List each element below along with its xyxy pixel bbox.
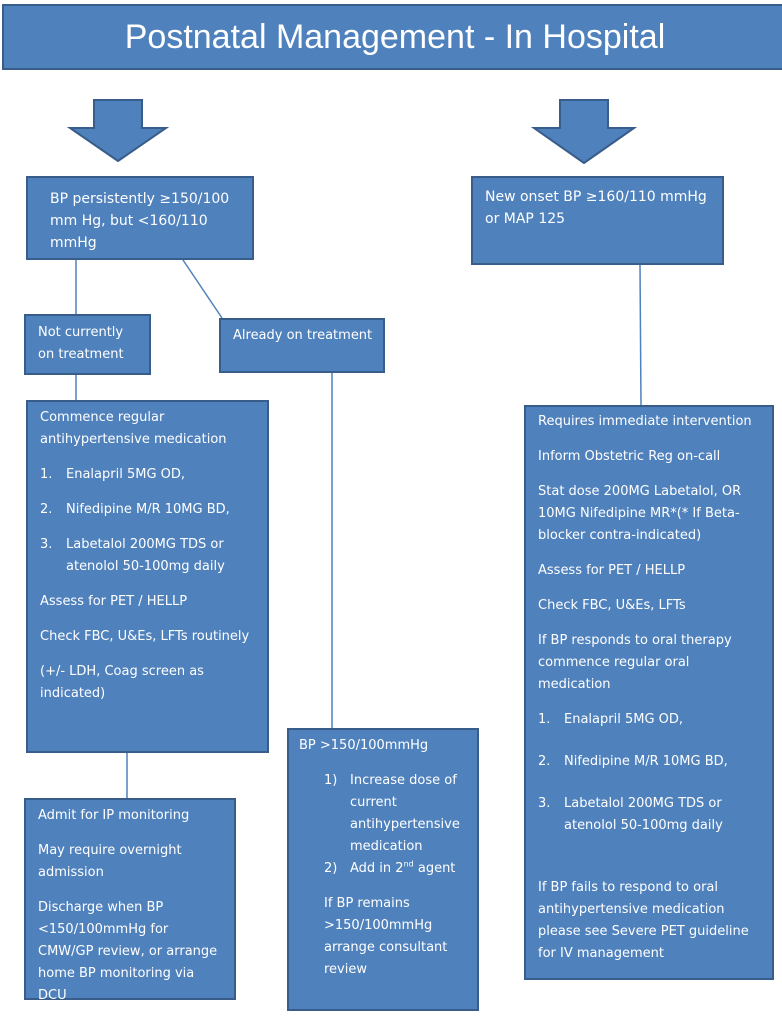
admit-line1: Admit for IP monitoring	[38, 808, 190, 823]
page-title: Postnatal Management - In Hospital	[2, 4, 782, 70]
connector-right-immediate	[639, 264, 642, 406]
list-item: 2.Nifedipine M/R 10MG BD,	[40, 502, 230, 517]
immediate-line5: Check FBC, U&Es, LFTs	[538, 598, 686, 613]
left-top-box: BP persistently ≥150/100 mm Hg, but <160…	[26, 176, 254, 260]
right-top-box: New onset BP ≥160/110 mmHg or MAP 125	[471, 176, 724, 265]
bp150-remains: If BP remains >150/100mmHg arrange consu…	[324, 896, 448, 977]
commence-ldh: (+/- LDH, Coag screen as indicated)	[40, 664, 204, 701]
list-item: 3.Labetalol 200MG TDS or atenolol 50-100…	[40, 537, 225, 574]
admit-line3: Discharge when BP <150/100mmHg for CMW/G…	[38, 900, 218, 1003]
immediate-line6: If BP responds to oral therapy commence …	[538, 633, 732, 692]
commence-list: 1.Enalapril 5MG OD, 2.Nifedipine M/R 10M…	[40, 464, 257, 578]
list-item: 2) Add in 2nd agent	[324, 859, 456, 876]
bp150-heading: BP >150/100mmHg	[299, 738, 429, 753]
bp150-box: BP >150/100mmHg 1)Increase dose of curre…	[287, 728, 479, 1011]
left-top-text: BP persistently ≥150/100 mm Hg, but <160…	[50, 191, 230, 251]
commence-check: Check FBC, U&Es, LFTs routinely	[40, 629, 250, 644]
immediate-line3: Stat dose 200MG Labetalol, OR 10MG Nifed…	[538, 484, 742, 543]
list-item: 1.Enalapril 5MG OD,	[40, 467, 186, 482]
commence-box: Commence regular antihypertensive medica…	[26, 400, 269, 753]
already-on-treatment-text: Already on treatment	[233, 328, 373, 343]
connector-left-already	[182, 259, 223, 319]
down-arrow-right	[530, 99, 638, 165]
immediate-list: 1.Enalapril 5MG OD, 2.Nifedipine M/R 10M…	[538, 709, 762, 837]
list-item: 3.Labetalol 200MG TDS or atenolol 50-100…	[538, 796, 723, 833]
already-on-treatment-box: Already on treatment	[219, 318, 385, 373]
immediate-line1: Requires immediate intervention	[538, 414, 752, 429]
not-on-treatment-box: Not currently on treatment	[24, 314, 151, 375]
not-on-treatment-text: Not currently on treatment	[38, 325, 124, 362]
immediate-line4: Assess for PET / HELLP	[538, 563, 686, 578]
immediate-box: Requires immediate intervention Inform O…	[524, 405, 774, 980]
commence-assess: Assess for PET / HELLP	[40, 594, 188, 609]
admit-box: Admit for IP monitoring May require over…	[24, 798, 236, 1003]
immediate-line2: Inform Obstetric Reg on-call	[538, 449, 721, 464]
right-top-text: New onset BP ≥160/110 mmHg or MAP 125	[485, 189, 707, 227]
list-item: 1)Increase dose of current antihypertens…	[324, 773, 460, 854]
list-item: 2.Nifedipine M/R 10MG BD,	[538, 754, 728, 769]
immediate-fails: If BP fails to respond to oral antihyper…	[538, 880, 749, 961]
commence-heading: Commence regular antihypertensive medica…	[40, 410, 227, 447]
down-arrow-left	[66, 99, 170, 163]
list-item: 1.Enalapril 5MG OD,	[538, 712, 684, 727]
admit-line2: May require overnight admission	[38, 843, 182, 880]
